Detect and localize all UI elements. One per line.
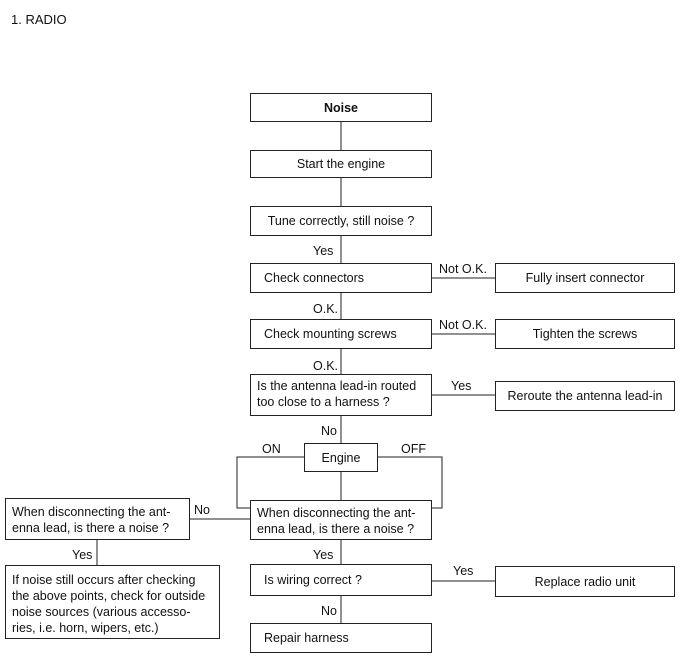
node-check-connectors: Check connectors bbox=[250, 263, 432, 293]
page-heading: 1. RADIO bbox=[11, 12, 67, 27]
node-start-engine: Start the engine bbox=[250, 150, 432, 178]
node-check-mounting-screws: Check mounting screws bbox=[250, 319, 432, 349]
edge-label-yes-tune: Yes bbox=[313, 244, 334, 258]
node-disconnect-main-line-2: enna lead, is there a noise ? bbox=[257, 522, 415, 536]
edge-label-no-antenna: No bbox=[321, 424, 337, 438]
edge-label-not-ok-connectors: Not O.K. bbox=[439, 262, 487, 276]
node-fully-insert-connector: Fully insert connector bbox=[495, 263, 675, 293]
edge-label-ok-connectors: O.K. bbox=[313, 302, 339, 316]
connector-engine-off-loop bbox=[378, 456, 443, 509]
node-replace-radio-unit: Replace radio unit bbox=[495, 566, 675, 597]
node-engine: Engine bbox=[304, 443, 378, 472]
edge-label-ok-screws: O.K. bbox=[313, 359, 339, 373]
edge-label-yes-disconnect: Yes bbox=[313, 548, 334, 562]
node-tighten-screws: Tighten the screws bbox=[495, 319, 675, 349]
edge-label-yes-wiring: Yes bbox=[453, 564, 474, 578]
node-outside-noise-sources: If noise still occurs after checking the… bbox=[5, 565, 220, 639]
node-noise: Noise bbox=[250, 93, 432, 122]
edge-label-no-wiring: No bbox=[321, 604, 337, 618]
node-outside-noise-line-4: ries, i.e. horn, wipers, etc.) bbox=[12, 621, 159, 635]
connector-engine-on-loop bbox=[236, 456, 304, 509]
node-disconnect-main-line-1: When disconnecting the ant- bbox=[257, 506, 416, 520]
node-disconnect-antenna-main: When disconnecting the ant- enna lead, i… bbox=[250, 500, 432, 540]
node-reroute-antenna: Reroute the antenna lead-in bbox=[495, 381, 675, 411]
node-outside-noise-line-3: noise sources (various accesso- bbox=[12, 605, 191, 619]
node-disconnect-left-line-2: enna lead, is there a noise ? bbox=[12, 521, 170, 535]
node-antenna-lead-in-line-1: Is the antenna lead-in routed bbox=[257, 379, 417, 393]
edge-label-on: ON bbox=[262, 442, 281, 456]
node-tune-correctly: Tune correctly, still noise ? bbox=[250, 206, 432, 236]
node-outside-noise-line-2: the above points, check for outside bbox=[12, 589, 206, 603]
node-repair-harness: Repair harness bbox=[250, 623, 432, 653]
node-outside-noise-line-1: If noise still occurs after checking bbox=[12, 573, 196, 587]
node-wiring-correct: Is wiring correct ? bbox=[250, 564, 432, 596]
edge-label-yes-antenna: Yes bbox=[451, 379, 472, 393]
edge-label-not-ok-screws: Not O.K. bbox=[439, 318, 487, 332]
node-disconnect-left-line-1: When disconnecting the ant- bbox=[12, 505, 171, 519]
node-antenna-lead-in-line-2: too close to a harness ? bbox=[257, 395, 390, 409]
node-antenna-lead-in: Is the antenna lead-in routed too close … bbox=[250, 374, 432, 416]
edge-label-no-disconnect: No bbox=[194, 503, 210, 517]
node-disconnect-antenna-left: When disconnecting the ant- enna lead, i… bbox=[5, 498, 190, 540]
edge-label-yes-left: Yes bbox=[72, 548, 93, 562]
edge-label-off: OFF bbox=[401, 442, 426, 456]
